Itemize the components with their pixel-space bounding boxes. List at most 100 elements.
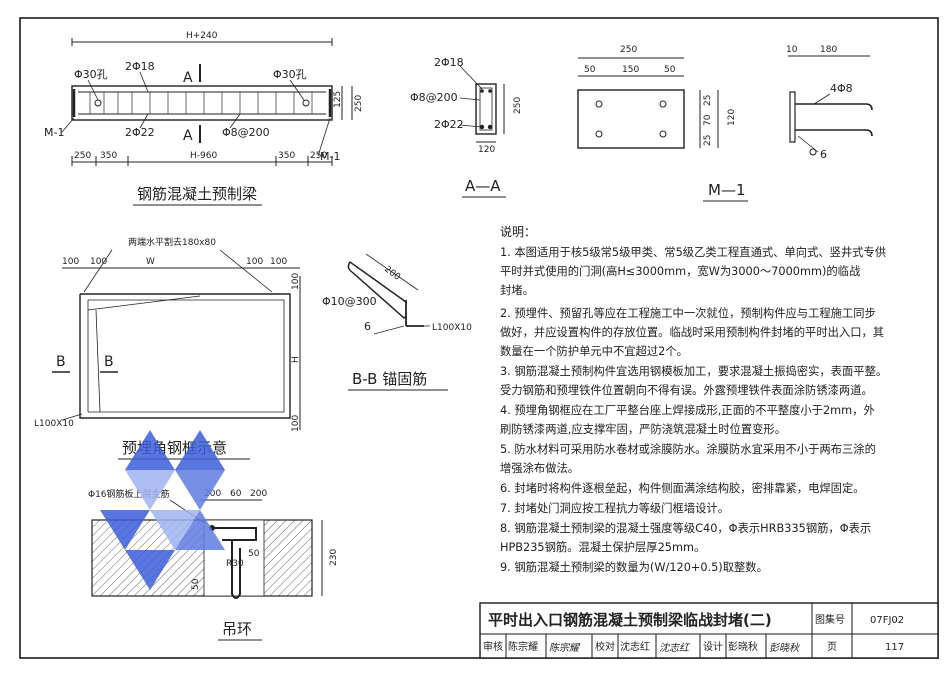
title-block-design-name: 彭晓秋 [728, 640, 758, 653]
ring-50b: 50 [191, 578, 201, 590]
ring-dim-2: 60 [230, 489, 242, 499]
notes-heading: 说明： [500, 224, 536, 239]
m1-height-total: 120 [727, 109, 737, 126]
beam-dim-top: H+240 [186, 31, 218, 41]
aa-width: 120 [478, 145, 495, 155]
title-block-title: 平时出入口钢筋混凝土预制梁临战封堵(二) [488, 611, 772, 629]
title-block-page-no: 117 [885, 642, 904, 653]
ring-dim-3: 200 [250, 489, 267, 499]
bb-angle: L100X10 [432, 323, 472, 333]
note-line-5: 做好，并应设置构件的存放位置。临战时采用预制构件封堵的平时出入口，其 [500, 325, 884, 339]
bb-bar-label: Φ10@300 [322, 295, 377, 308]
beam-bottom-dim-1: 250 [74, 151, 91, 161]
note-line-10: 刷防锈漆两道,应支撑牢固，严防浇筑混凝土时位置变形。 [500, 422, 786, 436]
beam-bottom-dim-5: 250 [310, 151, 327, 161]
beam-dim-250: 250 [354, 95, 364, 112]
note-line-9: 4. 预埋角钢框应在工厂平整台座上焊接成形,正面的不平整度小于2mm，外 [500, 403, 875, 417]
frame-section-b-right: B [104, 354, 114, 370]
m1-height-2: 70 [703, 114, 713, 126]
section-aa: 2Φ18 Φ8@200 2Φ22 250 120 A—A [410, 56, 523, 198]
note-line-11: 5. 防水材料可采用防水卷材或涂膜防水。涂膜防水宜采用不小于两布三涂的 [500, 442, 876, 456]
title-block-design-sign: 彭晓秋 [769, 642, 800, 654]
title-block-check-name: 沈志红 [620, 640, 650, 653]
beam-top-bar-label: 2Φ18 [125, 60, 155, 73]
anchor-bar-bb: 200 Φ10@300 6 L100X10 B-B 锚固筋 [322, 253, 472, 391]
note-line-12: 增强涂布做法。 [500, 461, 579, 475]
note-line-17: 9. 钢筋混凝土预制梁的数量为(W/120+0.5)取整数。 [500, 560, 768, 574]
plate-m1: 250 50 150 50 25 70 25 120 M—1 [577, 45, 748, 202]
m1-width-2: 150 [622, 65, 639, 75]
frame-top-note: 两端水平割去180x80 [128, 236, 216, 248]
beam-bottom-dim-4: 350 [278, 151, 295, 161]
note-line-13: 6. 封堵时将构件逐根垒起，构件侧面满涂结构胶，密排靠紧，电焊固定。 [500, 481, 865, 495]
beam-hole-left-label: Φ30孔 [74, 68, 108, 81]
frame-dim-top-5: 100 [270, 257, 287, 267]
beam-stirrup-label: Φ8@200 [222, 126, 270, 139]
anchor-side-weld: 6 [820, 148, 827, 161]
watermark-logo [100, 430, 225, 590]
m1-height-3: 25 [703, 135, 713, 146]
title-block-page-label: 页 [827, 641, 837, 653]
note-line-8: 受力钢筋和预埋铁件位置朝向不得有误。外露预埋铁件表面涂防锈漆两道。 [500, 383, 873, 397]
sheet-border [19, 17, 939, 659]
note-line-1: 1. 本图适用于核5级常5级甲类、常5级乙类工程直通式、单向式、竖井式专供 [500, 245, 886, 259]
beam-outline [71, 85, 333, 121]
frame-dim-top-4: 100 [246, 257, 263, 267]
beam-hole-right [302, 99, 310, 107]
anchor-side-dim-2: 180 [820, 45, 837, 55]
note-line-14: 7. 封堵处门洞应按工程抗力等级门框墙设计。 [500, 501, 729, 515]
m1-height-1: 25 [703, 95, 713, 106]
aa-height: 250 [513, 97, 523, 114]
bb-title: B-B 锚固筋 [352, 370, 427, 388]
title-block-atlas-no: 07FJ02 [870, 615, 904, 626]
m1-width-3: 50 [664, 65, 676, 75]
frame-dim-right-1: 100 [291, 273, 301, 290]
m1-plate [577, 89, 685, 149]
beam-section-mark-top: A [183, 70, 193, 86]
frame-dim-top-1: 100 [62, 257, 79, 267]
note-line-3: 封堵。 [500, 283, 534, 297]
beam-elevation: H+240 Φ30孔 Φ30孔 2Φ18 A A 2Φ22 Φ8@200 [44, 31, 364, 206]
beam-title: 钢筋混凝土预制梁 [137, 185, 257, 203]
title-block-check-sign: 沈志红 [659, 642, 691, 654]
frame-dim-top-2: 100 [90, 257, 107, 267]
title-block-review-sign: 陈宗耀 [549, 642, 581, 654]
lifting-ring: Φ16钢筋板上层主筋 200 60 200 50 R30 50 230 吊环 [88, 488, 339, 641]
beam-dim-125: 125 [333, 91, 343, 108]
frame-section-b-left: B [56, 354, 66, 370]
title-block-review-label: 审核 [483, 640, 503, 653]
m1-title: M—1 [708, 181, 746, 199]
bb-weld: 6 [364, 320, 371, 333]
title-block-atlas-label: 图集号 [815, 613, 845, 626]
anchor-side-view: 10 180 4Φ8 6 [786, 45, 873, 161]
frame-dim-right-2: 100 [291, 415, 301, 432]
beam-plate-right-label: M-1 [320, 150, 340, 163]
bb-len: 200 [382, 264, 402, 282]
ring-dim-1: 200 [204, 489, 221, 499]
angle-frame: 两端水平割去180x80 100 100 W 100 100 100 H 100… [34, 236, 301, 460]
frame-outline [79, 293, 291, 419]
note-line-2: 平时并式使用的门洞(高H≤3000mm，宽W为3000～7000mm)的临战 [500, 264, 860, 278]
note-line-16: HPB235钢筋。混凝土保护层厚25mm。 [500, 540, 705, 554]
ring-50a: 50 [248, 549, 260, 559]
beam-hole-right-label: Φ30孔 [273, 68, 307, 81]
note-line-6: 数量在一个防护单元中不宜超过2个。 [500, 344, 688, 358]
beam-hole-left [94, 99, 102, 107]
ring-r30: R30 [226, 559, 244, 569]
frame-dim-top-w: W [146, 257, 155, 267]
frame-dim-h: H [291, 356, 301, 363]
anchor-side-bar-label: 4Φ8 [830, 82, 853, 95]
beam-section-mark-bottom: A [183, 128, 193, 144]
beam-bottom-dim-2: 350 [100, 151, 117, 161]
aa-top-bar-label: 2Φ18 [434, 56, 464, 69]
notes-block: 说明： 1. 本图适用于核5级常5级甲类、常5级乙类工程直通式、单向式、竖井式专… [500, 224, 887, 574]
beam-bottom-dim-3: H-960 [190, 151, 217, 161]
ring-title: 吊环 [222, 620, 252, 638]
beam-bottom-bar-label: 2Φ22 [125, 126, 155, 139]
aa-bottom-bar-label: 2Φ22 [434, 118, 464, 131]
aa-title: A—A [465, 177, 501, 195]
note-line-7: 3. 钢筋混凝土预制构件宜选用钢模板加工，要求混凝土振捣密实，表面平整。 [500, 364, 887, 378]
title-block: 平时出入口钢筋混凝土预制梁临战封堵(二) 图集号 07FJ02 审核 陈宗耀 陈… [479, 602, 939, 659]
title-block-review-name: 陈宗耀 [508, 640, 538, 653]
note-line-4: 2. 预埋件、预留孔等应在工程施工中一次就位，预制构件应与工程施工同步 [500, 306, 876, 320]
